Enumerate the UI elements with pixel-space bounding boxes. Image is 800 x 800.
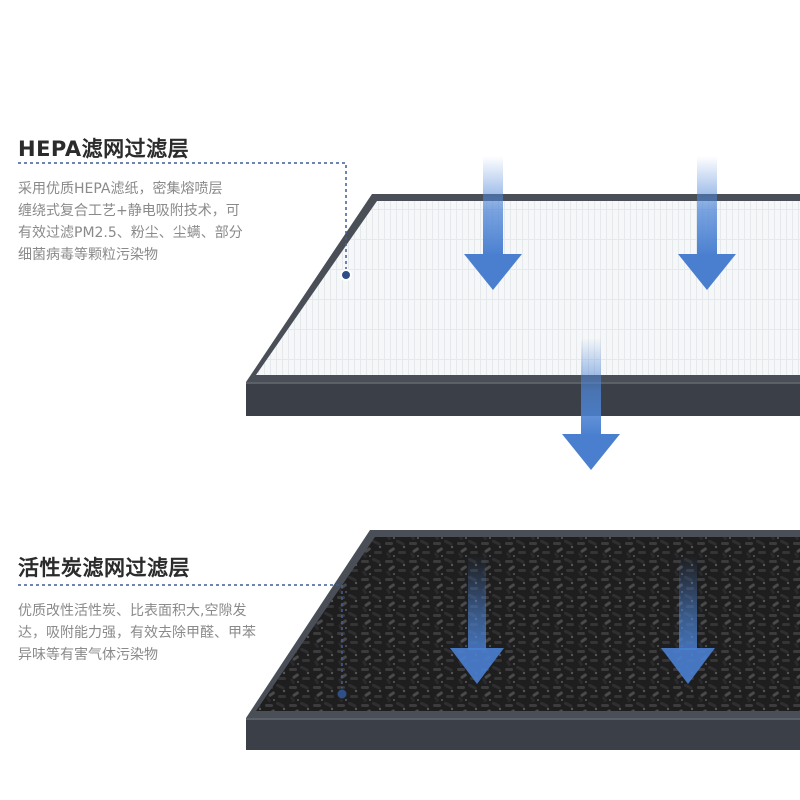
carbon-filter-panel — [246, 530, 800, 750]
description-line: 达，吸附能力强，有效去除甲醛、甲苯 — [18, 625, 256, 641]
airflow-arrows — [450, 156, 736, 684]
carbon-granule-bed — [256, 537, 800, 711]
description-line: 采用优质HEPA滤纸，密集熔喷层 — [18, 181, 223, 197]
down-arrow-icon — [678, 156, 736, 290]
carbon-leader — [18, 584, 348, 700]
hepa-layer-description: 采用优质HEPA滤纸，密集熔喷层 缠绕式复合工艺+静电吸附技术，可 有效过滤PM… — [18, 178, 243, 266]
down-arrow-icon — [661, 556, 715, 684]
description-line: 细菌病毒等颗粒污染物 — [18, 247, 158, 263]
leader-dot — [336, 688, 348, 700]
leader-dot — [340, 269, 352, 281]
hepa-pleated-media — [256, 201, 800, 375]
down-arrow-icon — [562, 338, 620, 470]
hepa-layer-title: HEPA滤网过滤层 — [18, 137, 190, 161]
description-line: 异味等有害气体污染物 — [18, 647, 158, 663]
hepa-filter-panel — [246, 194, 800, 416]
description-line: 有效过滤PM2.5、粉尘、尘螨、部分 — [18, 225, 243, 241]
description-line: 优质改性活性炭、比表面积大,空隙发 — [18, 603, 247, 619]
down-arrow-icon — [450, 556, 504, 684]
carbon-layer-description: 优质改性活性炭、比表面积大,空隙发 达，吸附能力强，有效去除甲醛、甲苯 异味等有… — [18, 600, 256, 666]
down-arrow-icon — [464, 156, 522, 290]
hepa-leader — [18, 162, 352, 281]
hepa-frame-front — [246, 382, 800, 416]
carbon-layer-title: 活性炭滤网过滤层 — [18, 556, 190, 580]
carbon-frame-front — [246, 718, 800, 750]
description-line: 缠绕式复合工艺+静电吸附技术，可 — [18, 203, 240, 219]
